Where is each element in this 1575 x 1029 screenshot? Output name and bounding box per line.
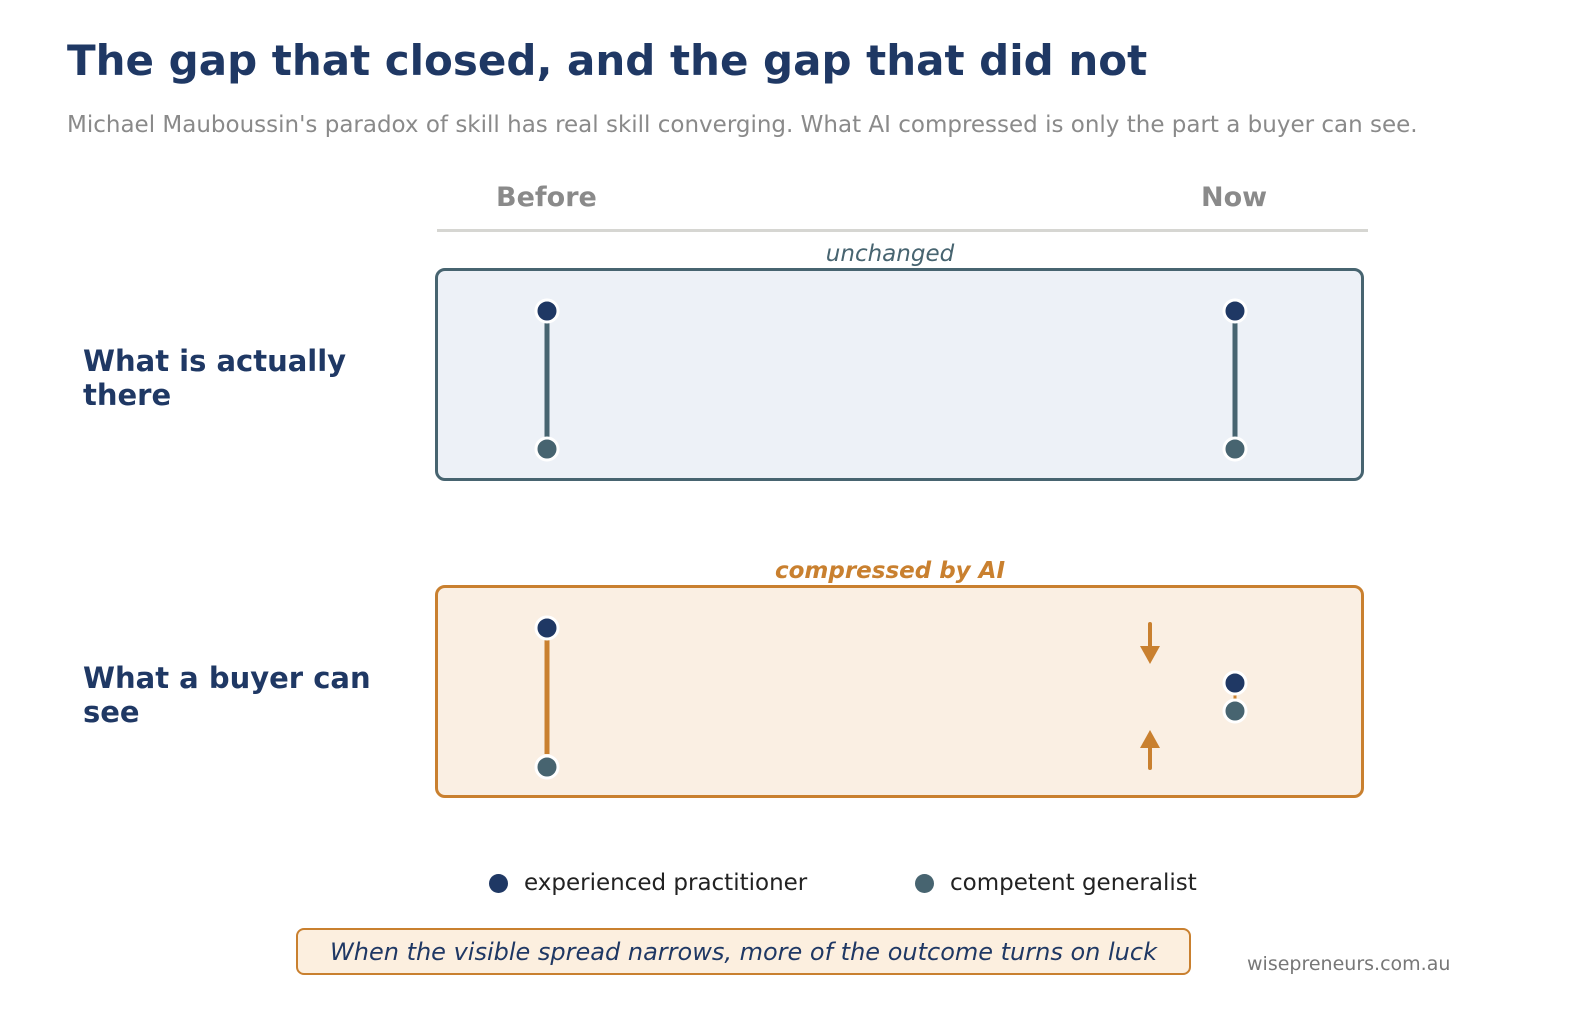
row-label-visible: What a buyer can see — [83, 661, 371, 729]
caption-compressed: compressed by AI — [774, 558, 1006, 584]
legend: experienced practitioner competent gener… — [0, 870, 1575, 902]
band-visible — [435, 585, 1364, 798]
page-title: The gap that closed, and the gap that di… — [67, 36, 1148, 85]
column-header-before: Before — [496, 182, 597, 213]
legend-label-experienced: experienced practitioner — [524, 870, 808, 896]
legend-dot-experienced-icon — [489, 873, 508, 893]
band-actual — [435, 268, 1364, 481]
callout-text: When the visible spread narrows, more of… — [330, 937, 1157, 966]
caption-unchanged: unchanged — [825, 241, 955, 267]
dot-experienced-actual-now — [1222, 298, 1248, 324]
dot-experienced-visible-now — [1222, 670, 1248, 696]
dot-generalist-visible-before — [534, 754, 560, 780]
dot-generalist-actual-now — [1222, 436, 1248, 462]
dot-experienced-visible-before — [534, 615, 560, 641]
arrow-down-icon — [1140, 622, 1160, 664]
legend-label-generalist: competent generalist — [950, 870, 1197, 896]
dot-experienced-actual-before — [534, 298, 560, 324]
dot-generalist-actual-before — [534, 436, 560, 462]
callout-note: When the visible spread narrows, more of… — [296, 928, 1191, 975]
source-credit: wisepreneurs.com.au — [1247, 953, 1451, 975]
arrow-up-icon — [1140, 730, 1160, 770]
row-label-actual: What is actually there — [83, 344, 347, 412]
header-divider — [437, 229, 1368, 232]
column-header-now: Now — [1201, 182, 1268, 213]
legend-dot-generalist-icon — [915, 873, 934, 893]
legend-item-generalist: competent generalist — [915, 870, 1197, 896]
dot-generalist-visible-now — [1222, 698, 1248, 724]
legend-item-experienced: experienced practitioner — [489, 870, 807, 896]
page-subtitle: Michael Mauboussin's paradox of skill ha… — [67, 112, 1418, 138]
